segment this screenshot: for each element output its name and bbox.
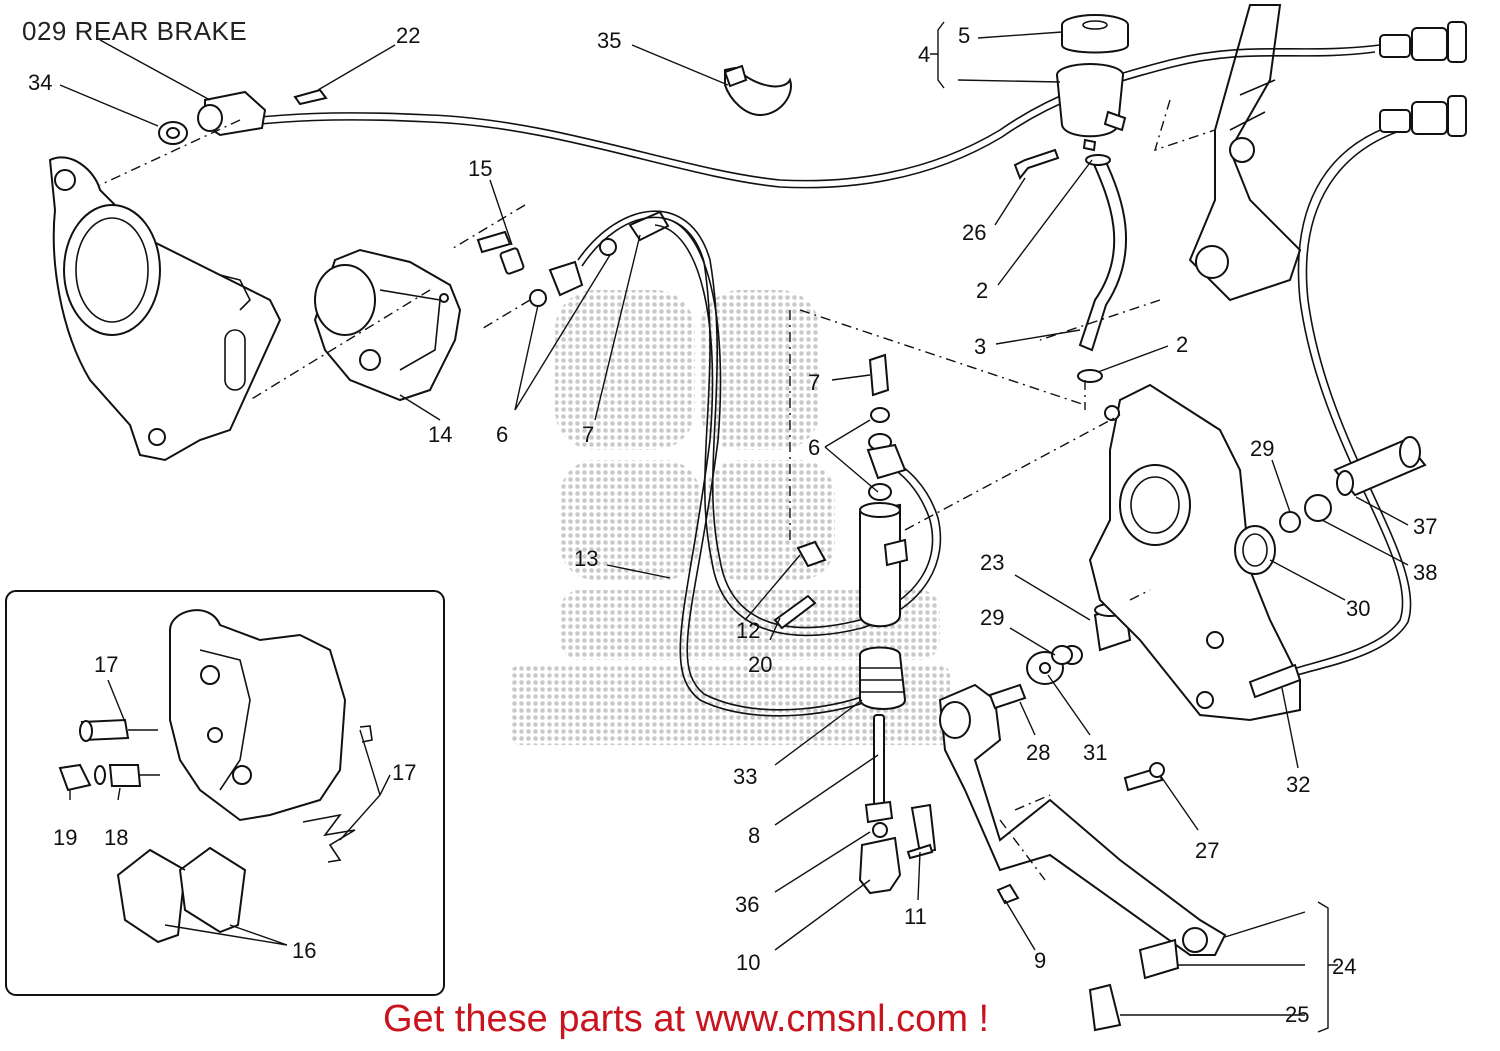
watermark-logo [510, 290, 950, 745]
callout-37: 37 [1413, 514, 1437, 539]
banjo-fitting [529, 210, 670, 307]
callout-14: 14 [428, 422, 452, 447]
callout-30: 30 [1346, 596, 1370, 621]
section-title: REAR BRAKE [74, 16, 248, 46]
callout-11: 11 [904, 904, 927, 929]
callout-24: 24 [1332, 954, 1356, 979]
callout-5: 5 [958, 23, 970, 48]
callout-27: 27 [1195, 838, 1219, 863]
callout-35: 35 [597, 28, 621, 53]
rear-master-cylinder [773, 353, 909, 824]
callout-36: 36 [735, 892, 759, 917]
caliper-bracket [48, 156, 282, 462]
sensor-cable [249, 21, 1467, 689]
callout-18: 18 [104, 825, 128, 850]
callout-28: 28 [1026, 740, 1050, 765]
footrest-bracket [1088, 383, 1301, 722]
return-spring [1051, 436, 1427, 665]
callout-25: 25 [1285, 1002, 1309, 1027]
callout-17-inset-right: 17 [392, 760, 416, 785]
brake-fluid-reservoir [1056, 14, 1129, 152]
speed-sensor [158, 88, 328, 145]
inset-panel [5, 590, 445, 996]
callout-10: 10 [736, 950, 760, 975]
page-title: 029 REAR BRAKE [22, 16, 247, 47]
callout-labels: 22 34 35 4 5 26 2 3 2 15 14 6 7 7 6 13 1… [28, 23, 1437, 1027]
callout-17-inset-left: 17 [94, 652, 118, 677]
callout-20: 20 [748, 652, 772, 677]
callout-33: 33 [733, 764, 757, 789]
callout-32: 32 [1286, 772, 1310, 797]
bolt [1013, 148, 1060, 180]
clevis [858, 803, 937, 895]
callout-29-upper: 29 [1250, 436, 1274, 461]
callout-22: 22 [396, 23, 420, 48]
callout-6-center: 6 [808, 435, 820, 460]
pedal-sensor [1248, 663, 1302, 699]
callout-38: 38 [1413, 560, 1437, 585]
callout-19: 19 [53, 825, 77, 850]
callout-26: 26 [962, 220, 986, 245]
section-code: 029 [22, 16, 67, 46]
reservoir-hose [1077, 154, 1127, 383]
callout-7-center: 7 [808, 370, 820, 395]
leader-lines [59, 21, 1409, 1033]
callout-7-left: 7 [582, 422, 594, 447]
callout-16: 16 [292, 938, 316, 963]
callout-6-left: 6 [496, 422, 508, 447]
frame-bracket [1188, 3, 1302, 302]
construction-lines [99, 99, 1216, 601]
callout-29-lower: 29 [980, 605, 1004, 630]
footer-link[interactable]: Get these parts at www.cmsnl.com ! [383, 998, 990, 1040]
callout-15: 15 [468, 156, 492, 181]
callout-12: 12 [736, 618, 760, 643]
callout-13: 13 [574, 546, 598, 571]
callout-3: 3 [974, 334, 986, 359]
callout-9: 9 [1034, 948, 1046, 973]
callout-4: 4 [918, 42, 930, 67]
cable-clip [723, 64, 792, 117]
brake-hose [577, 210, 942, 717]
callout-31: 31 [1083, 740, 1107, 765]
callout-2-upper: 2 [976, 278, 988, 303]
rear-brake-caliper [313, 248, 462, 402]
callout-23: 23 [980, 550, 1004, 575]
callout-8: 8 [748, 823, 760, 848]
caliper-bolt [476, 230, 525, 275]
callout-2-lower: 2 [1176, 332, 1188, 357]
callout-34: 34 [28, 70, 52, 95]
